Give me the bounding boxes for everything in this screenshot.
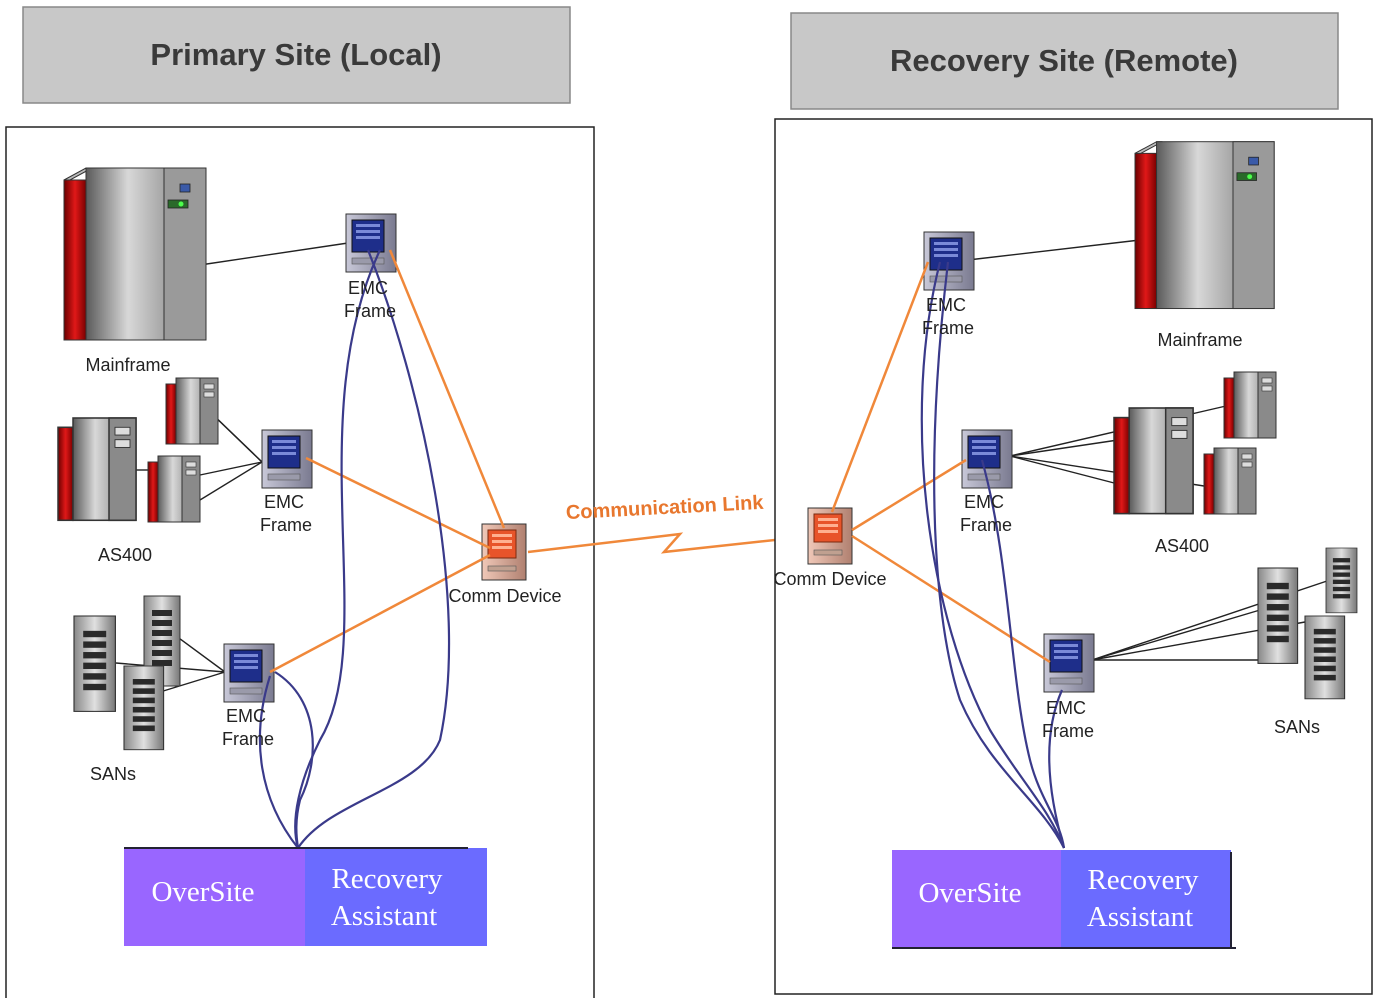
- recovery-oversite-label: OverSite: [918, 877, 1021, 909]
- recovery-site-title: Recovery Site (Remote): [890, 43, 1238, 78]
- primary-emc-mid-label-line1: EMC: [264, 492, 304, 512]
- primary-san-icon: [73, 615, 116, 712]
- primary-mainframe-icon: [63, 167, 207, 341]
- primary-recovery-label-line2: Assistant: [331, 900, 437, 932]
- recovery-as400-tower-icon: [1203, 447, 1257, 515]
- recovery-emc-mid-label-line1: EMC: [964, 492, 1004, 512]
- recovery-san-icon: [1304, 615, 1346, 700]
- primary-management-cables: [258, 249, 451, 849]
- recovery-site: Recovery Site (Remote): [773, 12, 1373, 995]
- primary-emc-frame-top-icon: [345, 213, 397, 273]
- primary-emc-bot-label-line2: Frame: [222, 729, 274, 749]
- recovery-emc-top-label-line1: EMC: [926, 295, 966, 315]
- recovery-management-cables: [920, 261, 1066, 849]
- recovery-sans-label: SANs: [1274, 717, 1320, 737]
- primary-emc-top-label-line1: EMC: [348, 278, 388, 298]
- primary-oversite-label: OverSite: [151, 876, 254, 908]
- primary-sans-label: SANs: [90, 764, 136, 784]
- communication-link-label: Communication Link: [565, 492, 765, 524]
- recovery-san-icon: [1257, 567, 1299, 664]
- primary-site: Primary Site (Local): [5, 6, 595, 998]
- primary-comm-device-label: Comm Device: [448, 586, 561, 606]
- primary-as400-tower-icon: [165, 377, 219, 445]
- primary-as400-main-icon: [57, 417, 137, 522]
- primary-as400-tower-icon: [147, 455, 201, 523]
- recovery-comm-device-icon: [807, 507, 853, 565]
- recovery-mainframe-icon: [1134, 141, 1275, 310]
- primary-mainframe-label: Mainframe: [85, 355, 170, 375]
- primary-as400-label: AS400: [98, 545, 152, 565]
- recovery-recovery-label-line2: Assistant: [1087, 901, 1193, 933]
- recovery-mainframe-label: Mainframe: [1157, 330, 1242, 350]
- primary-emc-bot-label-line1: EMC: [226, 706, 266, 726]
- recovery-oversite-box[interactable]: OverSite Recovery Assistant: [892, 850, 1236, 949]
- recovery-as400-tower-icon: [1223, 371, 1277, 439]
- primary-site-title: Primary Site (Local): [150, 37, 441, 72]
- recovery-as400-label: AS400: [1155, 536, 1209, 556]
- recovery-emc-bot-label-line2: Frame: [1042, 721, 1094, 741]
- recovery-emc-bot-label-line1: EMC: [1046, 698, 1086, 718]
- primary-emc-top-label-line2: Frame: [344, 301, 396, 321]
- recovery-emc-mid-label-line2: Frame: [960, 515, 1012, 535]
- primary-recovery-label-line1: Recovery: [331, 863, 443, 895]
- recovery-site-header: [790, 12, 1339, 110]
- primary-comm-device-icon: [481, 523, 527, 581]
- recovery-emc-top-label-line2: Frame: [922, 318, 974, 338]
- recovery-as400-main-icon: [1113, 407, 1194, 515]
- primary-site-header: [22, 6, 571, 104]
- recovery-replication-links: [830, 261, 1051, 664]
- recovery-emc-frame-bot-icon: [1043, 633, 1095, 693]
- recovery-recovery-label-line1: Recovery: [1087, 864, 1199, 896]
- recovery-comm-device-label: Comm Device: [773, 569, 886, 589]
- primary-replication-links: [269, 249, 506, 674]
- primary-emc-mid-label-line2: Frame: [260, 515, 312, 535]
- primary-emc-frame-bot-icon: [223, 643, 275, 703]
- recovery-emc-frame-top-icon: [923, 231, 975, 291]
- primary-emc-frame-mid-icon: [261, 429, 313, 489]
- primary-san-icon: [123, 665, 165, 751]
- recovery-san-icon: [1325, 547, 1358, 614]
- primary-oversite-box[interactable]: OverSite Recovery Assistant: [124, 847, 487, 946]
